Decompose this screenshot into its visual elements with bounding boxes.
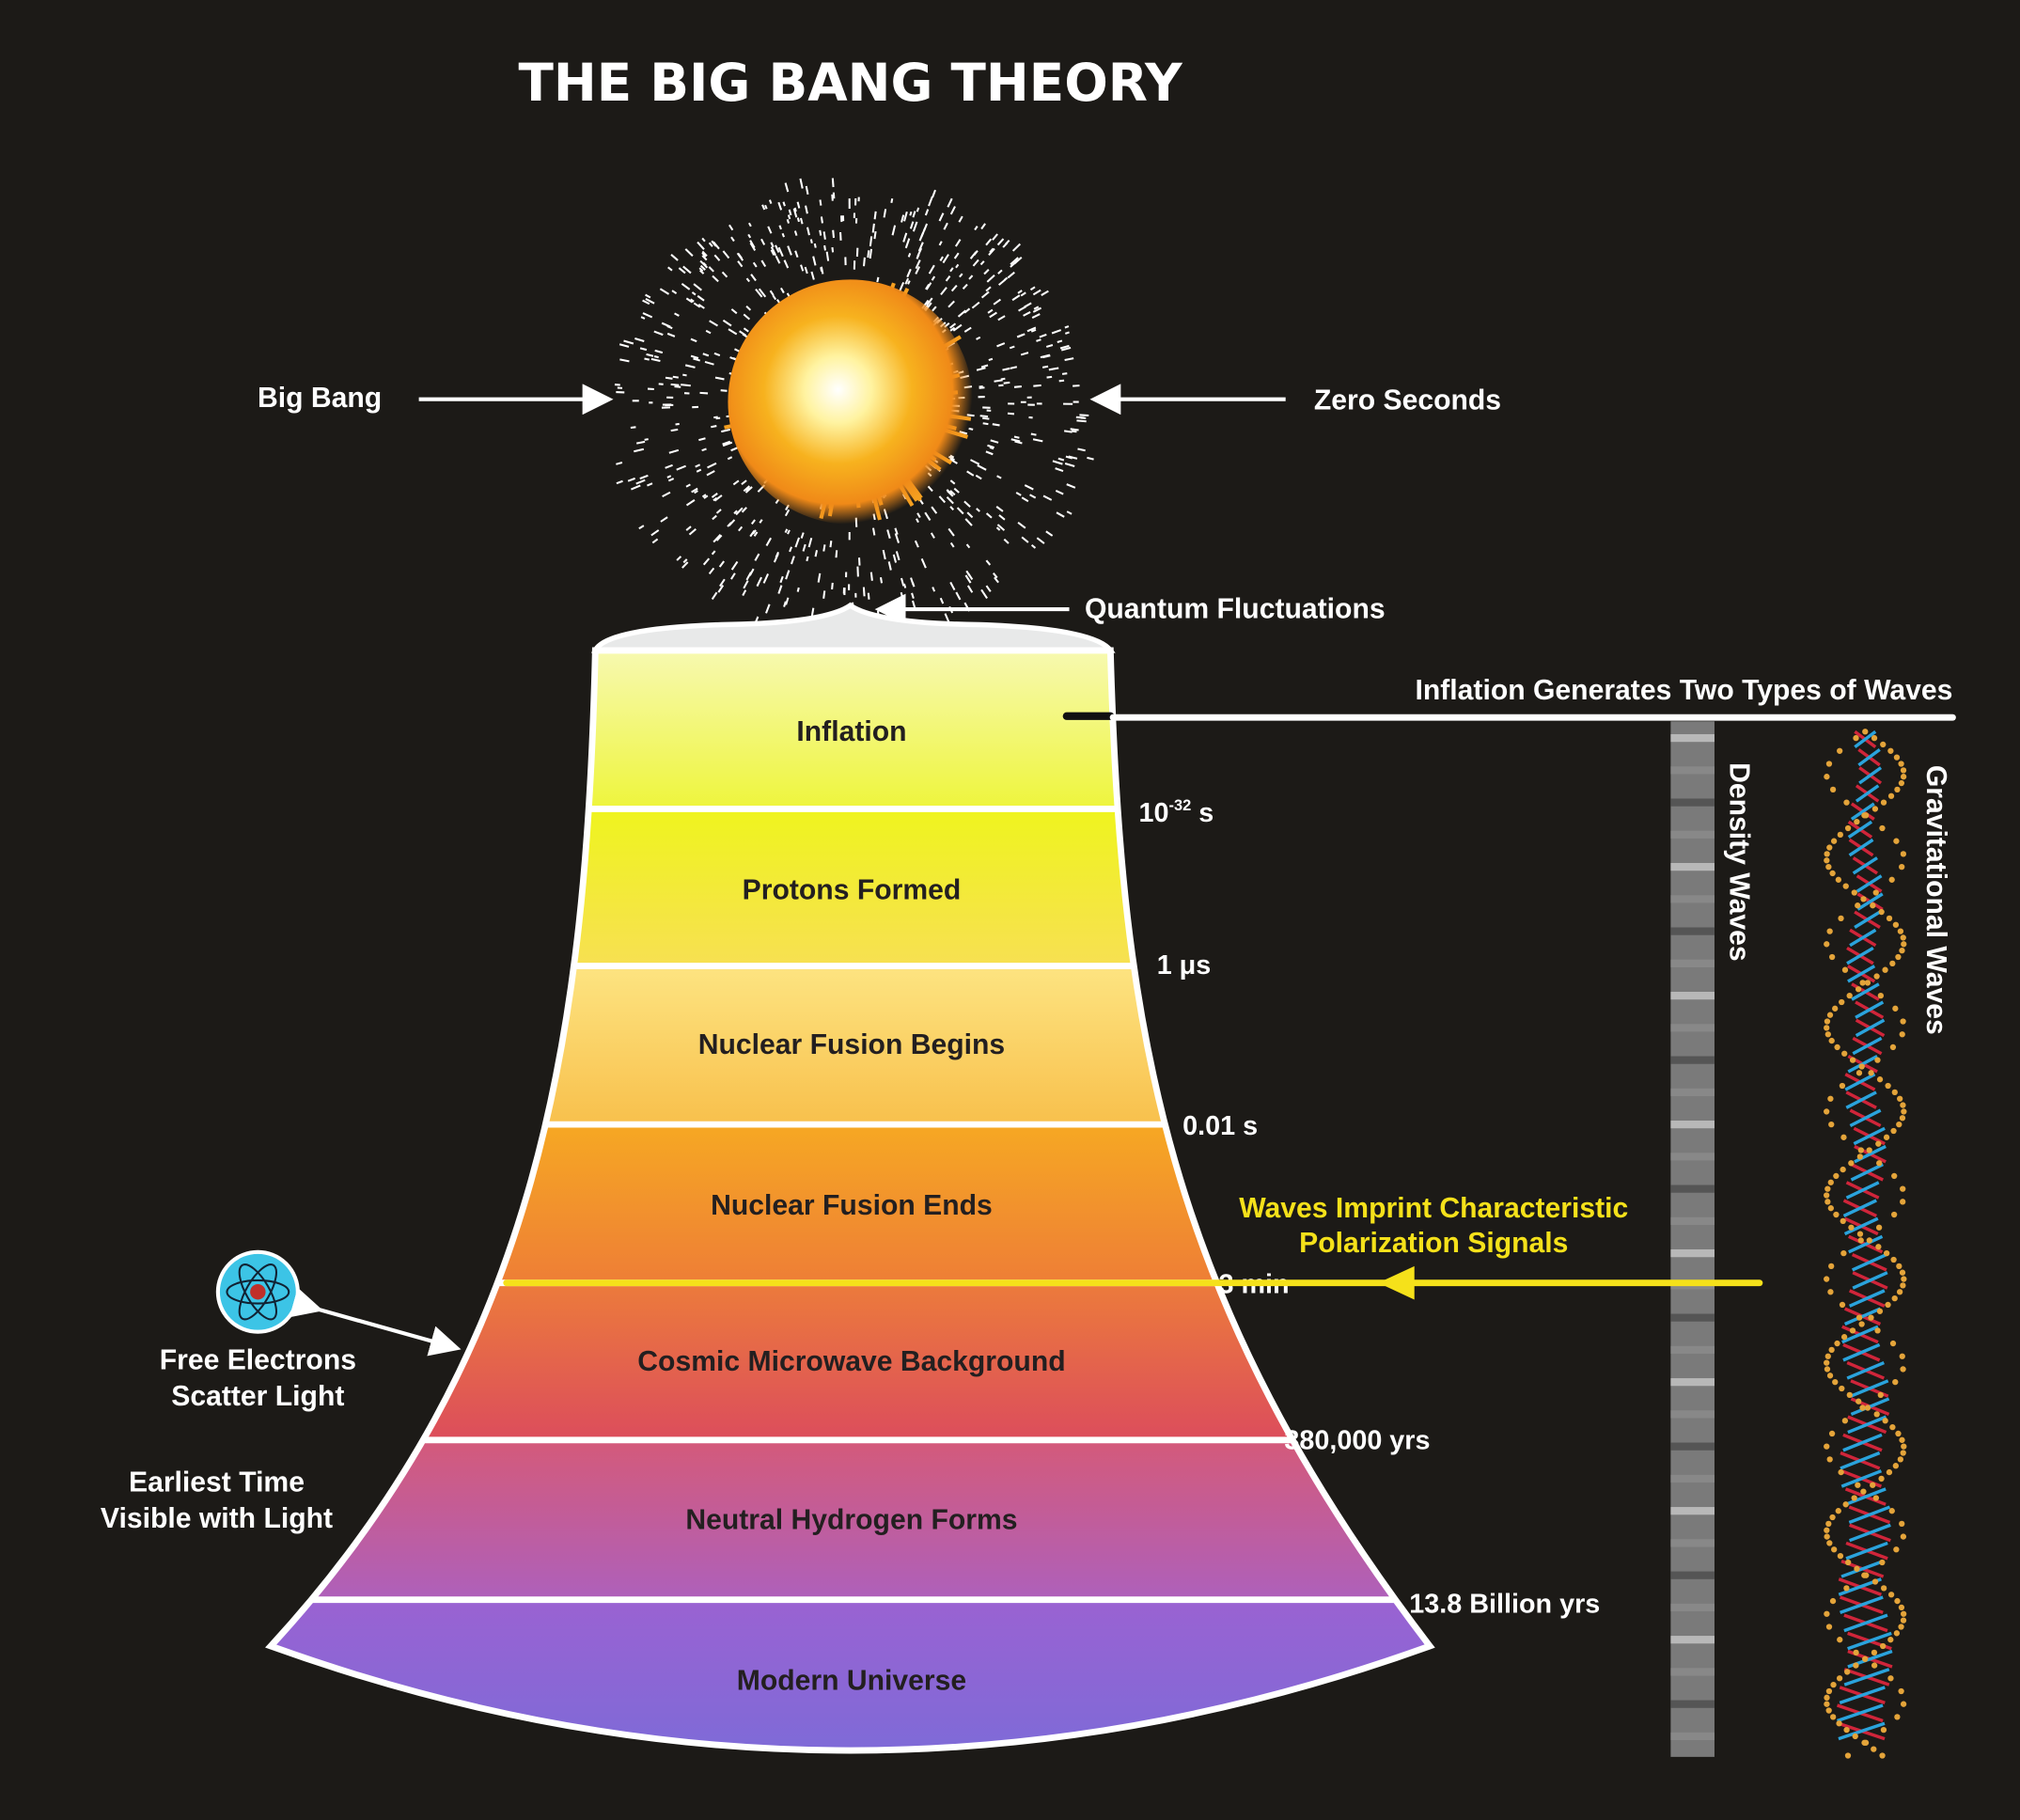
era-label: Nuclear Fusion Ends <box>711 1190 993 1221</box>
polarization-label-line2: Polarization Signals <box>1299 1228 1568 1259</box>
era-label: Neutral Hydrogen Forms <box>685 1504 1017 1535</box>
era-label: Cosmic Microwave Background <box>637 1346 1065 1377</box>
quantum-fluctuation-cap <box>590 602 1116 653</box>
atom-icon <box>215 1249 300 1334</box>
era-band <box>271 1439 1431 1600</box>
time-label: 10-32 s <box>1139 797 1214 828</box>
gravitational-waves-strand <box>1824 729 1907 1759</box>
gravitational-waves-label: Gravitational Waves <box>1920 765 1951 1035</box>
earliest-time-line2: Visible with Light <box>101 1503 333 1534</box>
polarization-arrowhead <box>1378 1265 1415 1300</box>
free-electrons-line2: Scatter Light <box>171 1381 344 1412</box>
universe-outline <box>265 647 1435 1754</box>
density-waves-bar <box>1670 721 1715 1757</box>
era-label: Inflation <box>796 716 906 747</box>
page-title: THE BIG BANG THEORY <box>519 53 1183 113</box>
time-label: 0.01 s <box>1182 1111 1258 1141</box>
quantum-fluctuations-label: Quantum Fluctuations <box>1085 594 1386 625</box>
polarization-label-line1: Waves Imprint Characteristic <box>1239 1193 1628 1224</box>
time-label: 380,000 yrs <box>1284 1425 1430 1455</box>
big-bang-explosion-icon <box>728 279 973 525</box>
era-label: Protons Formed <box>743 874 962 905</box>
earliest-time-line1: Earliest Time <box>129 1467 305 1498</box>
time-label: 1 μs <box>1157 950 1212 981</box>
time-label: 13.8 Billion yrs <box>1409 1589 1600 1619</box>
zero-seconds-label: Zero Seconds <box>1314 385 1501 416</box>
era-label: Nuclear Fusion Begins <box>698 1029 1005 1060</box>
free-electrons-line1: Free Electrons <box>160 1344 356 1375</box>
density-waves-label: Density Waves <box>1723 762 1754 962</box>
big-bang-label: Big Bang <box>258 383 382 414</box>
inflation-waves-label: Inflation Generates Two Types of Waves <box>1416 675 1953 706</box>
era-label: Modern Universe <box>737 1666 966 1697</box>
scatter-arrow <box>289 1287 462 1357</box>
